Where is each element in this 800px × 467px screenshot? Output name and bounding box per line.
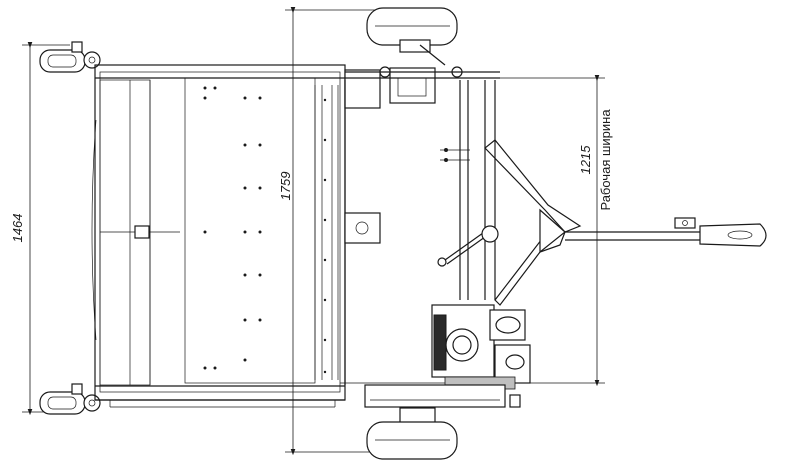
- crank-handle: [437, 225, 499, 267]
- middle-bracket: [344, 212, 381, 244]
- tow-hitch-frame: [484, 139, 767, 306]
- dimension-label-1215: 1215: [578, 145, 593, 175]
- top-bracket-assembly: [344, 66, 500, 109]
- caster-wheel-top: [39, 41, 101, 73]
- dimension-overall-width: 1464: [10, 41, 70, 416]
- transport-wheel-top: [366, 7, 458, 66]
- bottom-bracket-assembly: [364, 384, 521, 408]
- mower-deck-frame: [91, 64, 346, 401]
- caster-wheel-bottom: [39, 383, 101, 415]
- engine: [431, 304, 531, 390]
- dimension-label-1759: 1759: [278, 172, 293, 201]
- working-width-label: Рабочая ширина: [598, 109, 613, 211]
- dimension-working-width: 1215 Рабочая ширина: [340, 74, 613, 387]
- transport-wheel-bottom: [366, 407, 458, 460]
- deck-bolt-pattern: [203, 86, 327, 374]
- deck-bottom-lip: [95, 399, 345, 408]
- dimension-label-1464: 1464: [10, 214, 25, 243]
- dimension-overall-length: 1759: [278, 6, 410, 456]
